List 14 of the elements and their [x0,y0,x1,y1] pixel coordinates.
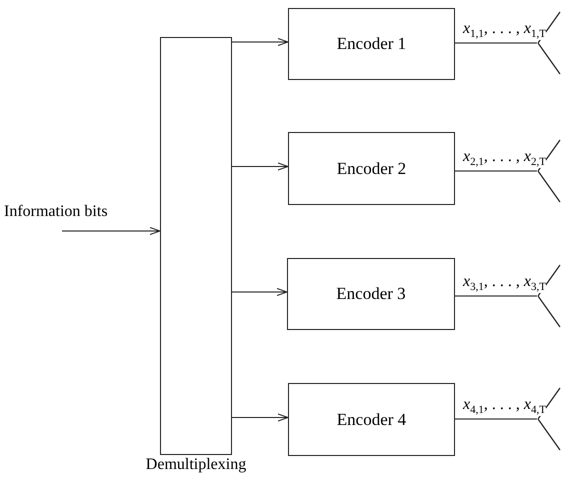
arrow [232,288,288,296]
encoder-box: Encoder 2 [288,132,455,205]
connector-line [454,42,538,44]
connector-line [454,170,538,172]
arrow [232,38,288,46]
input-label: Information bits [4,203,108,220]
connector-line [454,418,538,420]
encoder-box: Encoder 1 [288,8,455,80]
block-title: Demultiplexing [146,456,246,474]
arrow [232,414,288,422]
encoder-box: Encoder 3 [287,258,455,330]
arrow [232,162,288,170]
arrow [62,227,160,235]
encoder-box: Encoder 4 [288,383,455,456]
